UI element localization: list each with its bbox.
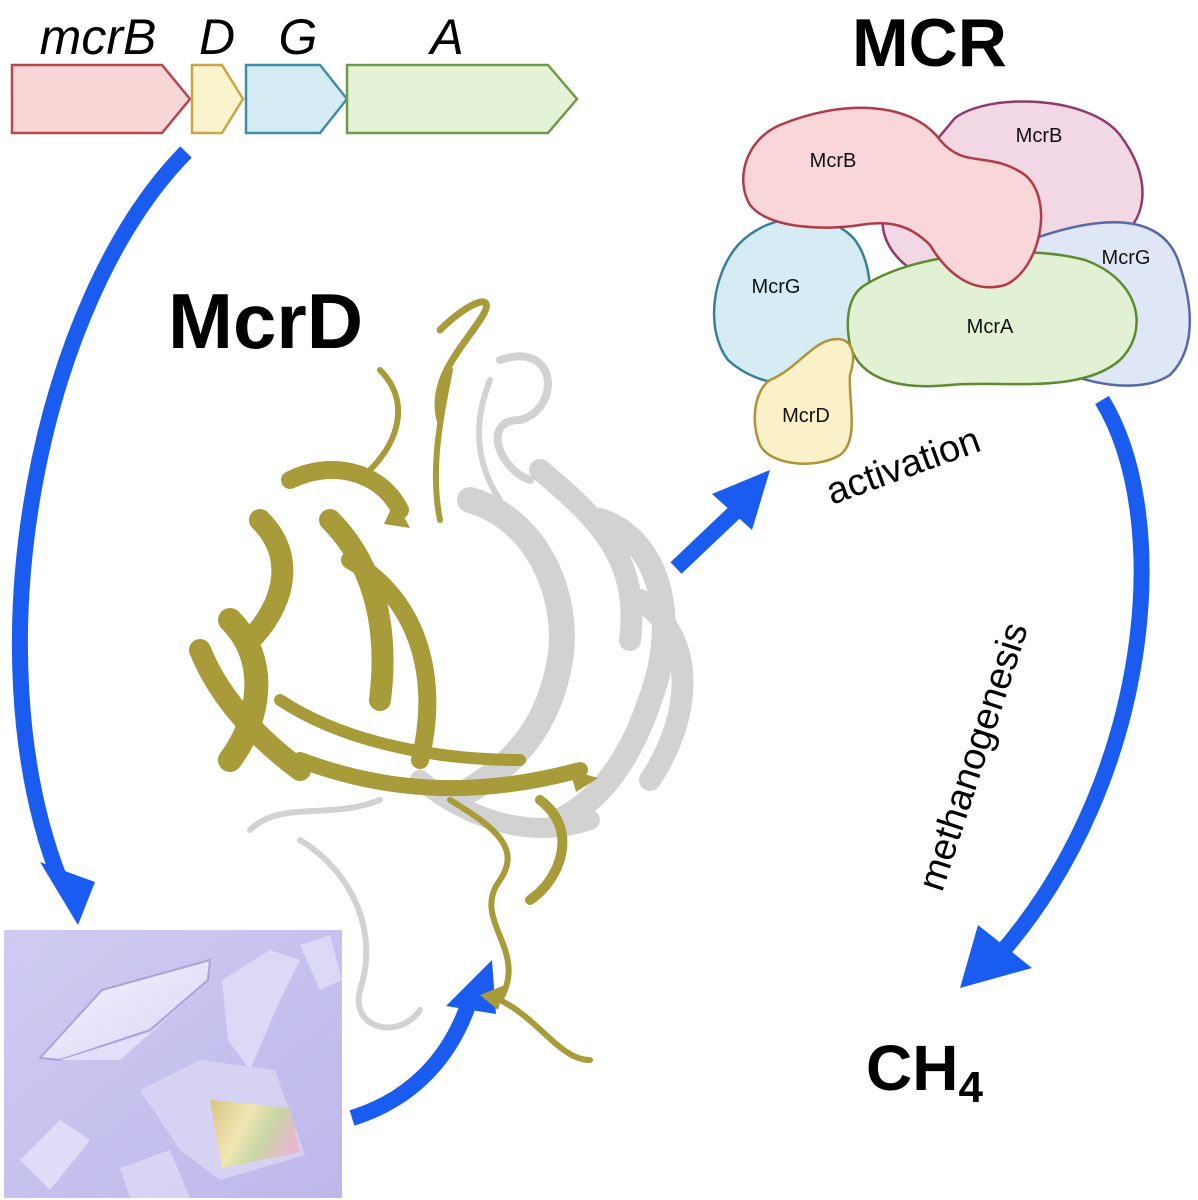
olive-chain (189, 298, 593, 1063)
mcr-complex: McrB McrB McrG McrG McrA McrD (712, 100, 1192, 465)
activation-arrow-head (712, 470, 770, 530)
product-base: CH (866, 1032, 958, 1104)
grey-chain (247, 352, 694, 1031)
strand-arrowhead (480, 985, 505, 1010)
gene-label-mcrb: mcrB (40, 9, 157, 65)
subunit-mcrd (753, 337, 855, 465)
structure-arrow-head (446, 960, 496, 1014)
methanogenesis-arrow-head (960, 925, 1032, 988)
methanogenesis-arrow (995, 395, 1150, 958)
expression-arrow-head (40, 862, 95, 925)
expression-arrow (11, 146, 192, 883)
methanogenesis-label: methanogenesis (911, 618, 1037, 896)
label-mcra: McrA (967, 316, 1014, 338)
product-label: CH4 (866, 1032, 983, 1112)
gene-label-a: A (427, 9, 463, 65)
label-mcrb-front: McrB (810, 150, 857, 172)
structure-arrow (349, 997, 478, 1126)
protein-title: McrD (168, 277, 363, 365)
label-mcrg-left: McrG (752, 276, 801, 298)
label-mcrg-right: McrG (1102, 247, 1151, 269)
gene-label-g: G (279, 9, 318, 65)
gene-label-d: D (199, 9, 235, 65)
flow-arrows (11, 146, 1150, 1126)
product-subscript: 4 (958, 1063, 983, 1112)
gene-operon: mcrB D G A (10, 9, 579, 135)
gene-mcrb: mcrB (10, 9, 192, 135)
mcrd-ribbon-structure (189, 298, 694, 1063)
gene-mcrg: G (244, 9, 349, 135)
label-mcrd: McrD (782, 405, 830, 427)
subunit-mcrb-front (742, 106, 1043, 289)
strand-arrowhead (384, 500, 410, 528)
complex-title: MCR (852, 5, 1007, 81)
activation-arrow (670, 506, 741, 574)
crystal-micrograph (4, 930, 342, 1198)
gene-mcrd: D (190, 9, 245, 135)
gene-mcra: A (345, 9, 579, 135)
label-mcrb-back: McrB (1016, 125, 1063, 147)
strand-arrowhead (570, 770, 598, 792)
